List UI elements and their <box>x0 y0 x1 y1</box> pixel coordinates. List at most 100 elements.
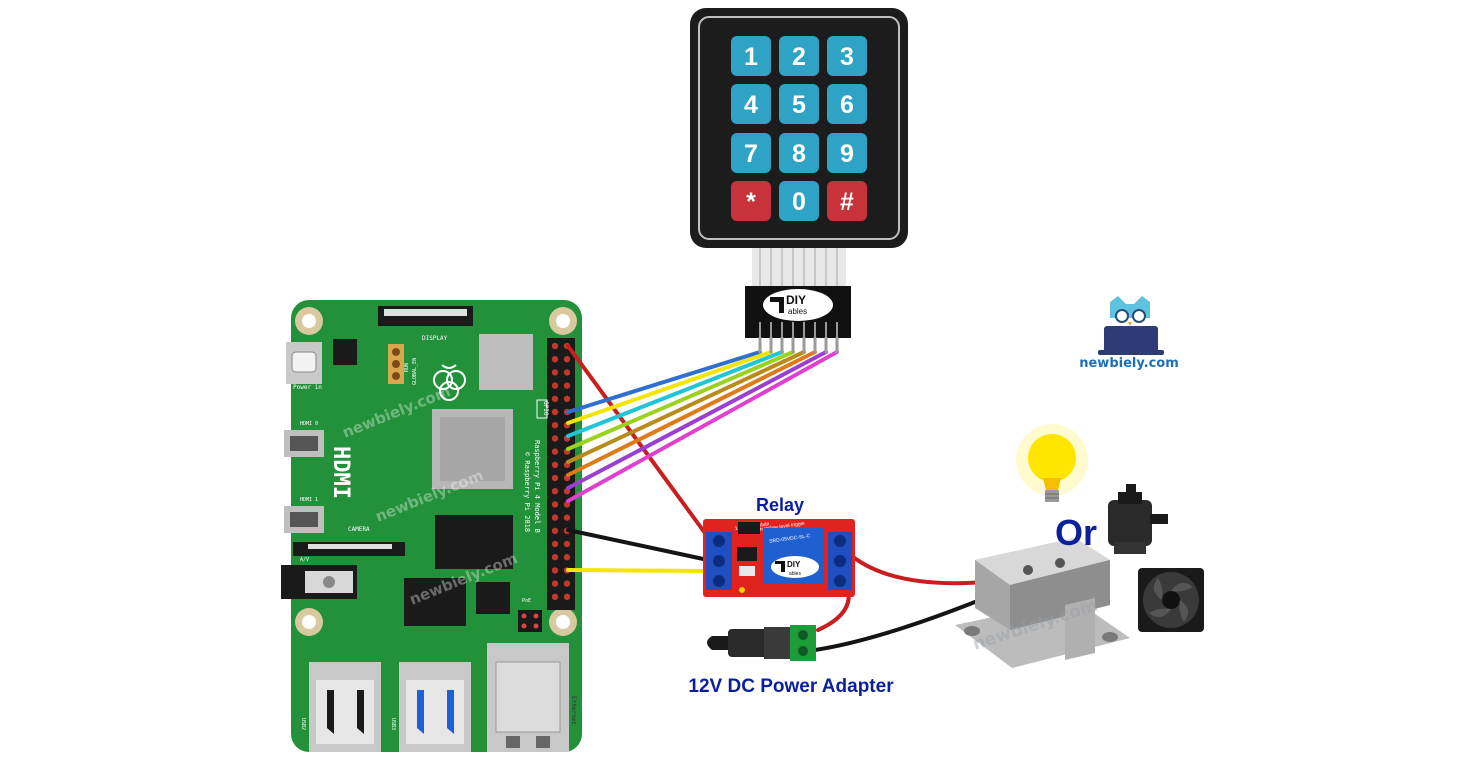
relay-model: SRD-05VDC-SL-C <box>769 533 811 545</box>
gpio-pin <box>551 382 559 389</box>
key-label: 4 <box>744 91 758 119</box>
usb-controller-chip <box>404 578 466 626</box>
gpio-pin <box>551 567 559 574</box>
gpio-pin <box>551 342 559 350</box>
water-pump <box>1108 484 1168 554</box>
usb3-tongues <box>417 690 454 734</box>
or-label: Or <box>1055 512 1097 553</box>
key-4 <box>731 84 771 124</box>
newbiely-logo: newbiely.com <box>1079 296 1179 371</box>
connector-pins <box>759 322 838 338</box>
usb2-socket <box>316 680 374 744</box>
gpio-pin <box>563 554 571 561</box>
relay-jumper <box>738 522 760 534</box>
ethernet-label: Ethernet <box>570 696 577 725</box>
model-label: Raspberry Pi 4 Model B <box>533 440 541 533</box>
ram-chip <box>435 515 513 569</box>
wire-signal <box>566 568 710 573</box>
gpio-pin <box>551 527 559 534</box>
key-label: 2 <box>792 43 806 71</box>
gpio-pin <box>551 461 559 468</box>
gpio-pin <box>551 554 559 561</box>
wire-relay-load <box>838 543 987 586</box>
copyright-label: © Raspberry Pi 2018 <box>523 452 531 532</box>
usb3-label: USB3 <box>390 718 396 730</box>
keypad-ribbon <box>752 248 846 286</box>
wire-keypad-c2 <box>566 350 817 477</box>
key-9 <box>827 133 867 173</box>
soc-chip <box>440 417 505 481</box>
gpio-pin <box>551 422 559 429</box>
raspberry-logo <box>433 364 466 401</box>
gpio-pin <box>551 488 559 495</box>
hdmi1-socket <box>290 512 318 527</box>
key-7 <box>731 133 771 173</box>
gpio-pin <box>563 580 571 587</box>
key-3 <box>827 36 867 76</box>
key-label: 9 <box>840 140 854 168</box>
gpio-pin <box>551 580 559 587</box>
gpio-pin <box>563 369 571 376</box>
gpio-pin <box>563 540 571 548</box>
wire-keypad-r4 <box>566 350 795 451</box>
ribbon-traces <box>759 248 838 286</box>
wire-keypad-r1 <box>566 350 762 414</box>
key-star <box>731 181 771 221</box>
usb2-label: USB2 <box>300 718 306 730</box>
gpio-pin <box>563 395 571 402</box>
gpio-label-box <box>536 399 548 419</box>
relay-title: Relay <box>756 495 804 515</box>
pump-body <box>1108 500 1152 546</box>
key-1 <box>731 36 771 76</box>
adapter-jack-body <box>728 629 768 657</box>
av-jack-hole <box>323 576 335 588</box>
key-label: 6 <box>840 91 854 119</box>
bulb-base <box>1045 490 1059 502</box>
gpio-label: GPIO <box>542 401 549 416</box>
pump-outlet <box>1150 514 1168 524</box>
usb2-tongues <box>327 690 364 734</box>
power-adapter-label: 12V DC Power Adapter <box>688 676 894 697</box>
gpio-pin <box>551 540 559 548</box>
wires <box>566 336 987 652</box>
hdmi0-socket <box>290 436 318 451</box>
camera-connector-pins <box>308 544 392 549</box>
cooling-fan <box>1138 568 1204 632</box>
key-label: 8 <box>792 140 806 168</box>
wire-keypad-r3 <box>566 350 784 438</box>
power-adapter: 12V DC Power Adapter <box>688 625 894 697</box>
wifi-module <box>479 334 533 390</box>
gpio-pin <box>551 474 559 482</box>
fan-blades <box>1149 578 1193 622</box>
gpio-pin <box>563 356 571 363</box>
gpio-pin <box>551 501 559 508</box>
bulb-glass <box>1028 434 1076 482</box>
laptop-icon <box>1104 326 1158 352</box>
gpio-pin <box>551 369 559 376</box>
gpio-pin <box>551 356 559 363</box>
camera-label: CAMERA <box>348 526 370 533</box>
keypad-border <box>698 16 900 240</box>
global-en-label: GLOBAL_EN <box>412 358 418 385</box>
hdmi0-label: HDMI 0 <box>300 421 318 427</box>
raspberry-pi: DISPLAY Power in RUN GLOBAL_EN HDMI 0 HD… <box>281 300 582 752</box>
gpio-pin <box>563 382 571 389</box>
ethernet-socket <box>495 661 561 733</box>
key-hash <box>827 181 867 221</box>
wire-gnd <box>566 528 710 562</box>
wire-keypad-c1 <box>566 350 806 464</box>
key-8 <box>779 133 819 173</box>
gpio-pin <box>551 408 559 416</box>
wire-keypad-c4 <box>566 350 839 503</box>
poe-label: PoE <box>522 598 531 604</box>
gpio-pin <box>551 514 559 521</box>
keypad-logo-top: DIY <box>786 293 806 307</box>
lock-front <box>1010 560 1110 630</box>
key-6 <box>827 84 867 124</box>
usb3-socket <box>406 680 464 744</box>
av-label: A/V <box>300 557 309 563</box>
wire-adapter-load <box>813 596 987 652</box>
key-label: 0 <box>792 188 806 216</box>
key-0 <box>779 181 819 221</box>
